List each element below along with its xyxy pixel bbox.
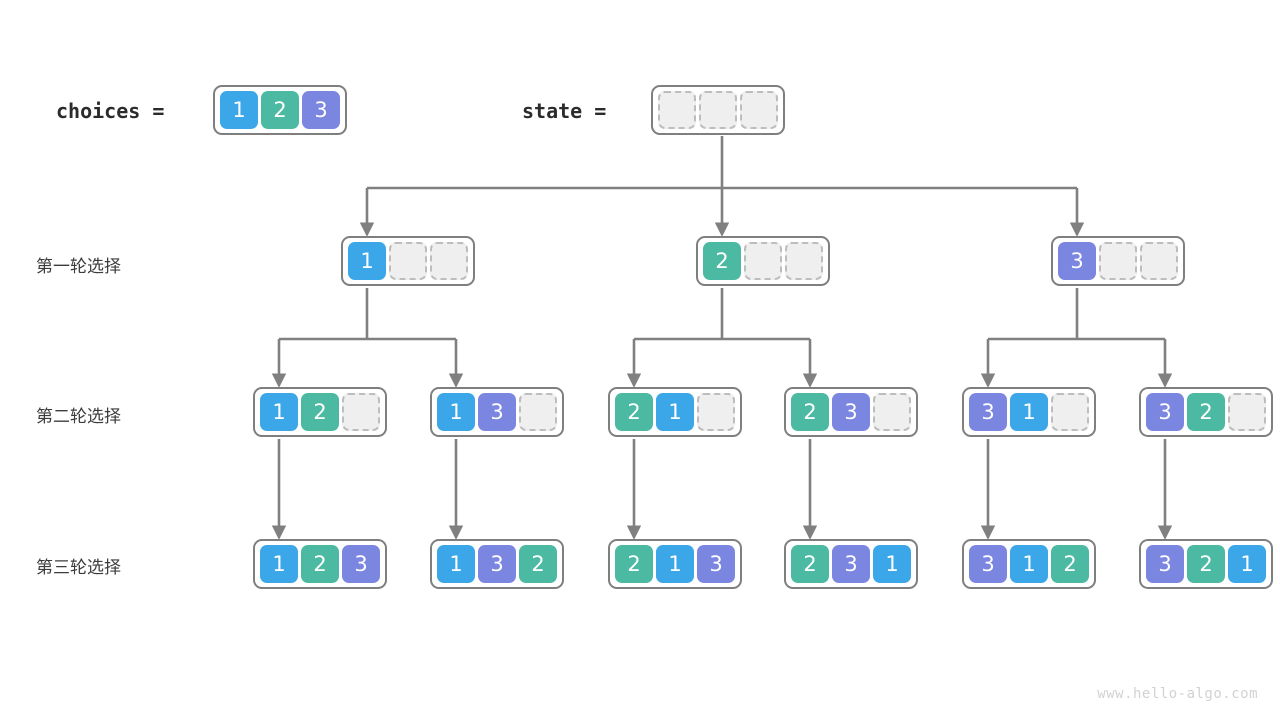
- cell-empty: [699, 91, 737, 129]
- row-label-round-2: 第二轮选择: [36, 407, 121, 427]
- cell-value: 2: [703, 242, 741, 280]
- cell-value: 2: [301, 545, 339, 583]
- state-label: state =: [522, 99, 607, 123]
- choices-label: choices =: [56, 99, 165, 123]
- watermark: www.hello-algo.com: [1097, 686, 1258, 702]
- state-node-round-1-2: 2: [696, 236, 830, 286]
- state-node-round-1-1: 1: [341, 236, 475, 286]
- cell-empty: [342, 393, 380, 431]
- row-label-round-1: 第一轮选择: [36, 257, 121, 277]
- cell-value: 2: [519, 545, 557, 583]
- cell-empty: [785, 242, 823, 280]
- cell-empty: [744, 242, 782, 280]
- cell-empty: [740, 91, 778, 129]
- cell-value: 1: [656, 545, 694, 583]
- cell-empty: [1140, 242, 1178, 280]
- cell-value: 2: [301, 393, 339, 431]
- state-array: [651, 85, 785, 135]
- cell-value: 3: [832, 393, 870, 431]
- cell-value: 3: [478, 545, 516, 583]
- cell-value: 3: [1146, 545, 1184, 583]
- cell-value: 1: [260, 545, 298, 583]
- cell-value: 3: [832, 545, 870, 583]
- cell-value: 2: [1051, 545, 1089, 583]
- cell-value: 3: [342, 545, 380, 583]
- cell-value: 1: [656, 393, 694, 431]
- cell-value: 2: [791, 545, 829, 583]
- cell-value: 3: [969, 545, 1007, 583]
- cell-value: 1: [220, 91, 258, 129]
- cell-value: 3: [302, 91, 340, 129]
- cell-value: 3: [697, 545, 735, 583]
- cell-value: 2: [261, 91, 299, 129]
- cell-value: 1: [260, 393, 298, 431]
- row-label-round-3: 第三轮选择: [36, 558, 121, 578]
- cell-empty: [658, 91, 696, 129]
- cell-value: 3: [969, 393, 1007, 431]
- cell-value: 2: [615, 393, 653, 431]
- state-node-round-1-3: 3: [1051, 236, 1185, 286]
- cell-empty: [389, 242, 427, 280]
- cell-value: 1: [437, 545, 475, 583]
- cell-value: 1: [1010, 545, 1048, 583]
- cell-value: 2: [615, 545, 653, 583]
- cell-empty: [430, 242, 468, 280]
- cell-value: 2: [1187, 545, 1225, 583]
- cell-value: 1: [348, 242, 386, 280]
- cell-empty: [1099, 242, 1137, 280]
- cell-empty: [697, 393, 735, 431]
- cell-empty: [519, 393, 557, 431]
- cell-empty: [1228, 393, 1266, 431]
- cell-value: 1: [437, 393, 475, 431]
- cell-value: 1: [873, 545, 911, 583]
- cell-empty: [873, 393, 911, 431]
- cell-value: 1: [1010, 393, 1048, 431]
- cell-value: 3: [478, 393, 516, 431]
- cell-value: 3: [1058, 242, 1096, 280]
- cell-value: 2: [1187, 393, 1225, 431]
- cell-value: 1: [1228, 545, 1266, 583]
- cell-value: 3: [1146, 393, 1184, 431]
- cell-empty: [1051, 393, 1089, 431]
- cell-value: 2: [791, 393, 829, 431]
